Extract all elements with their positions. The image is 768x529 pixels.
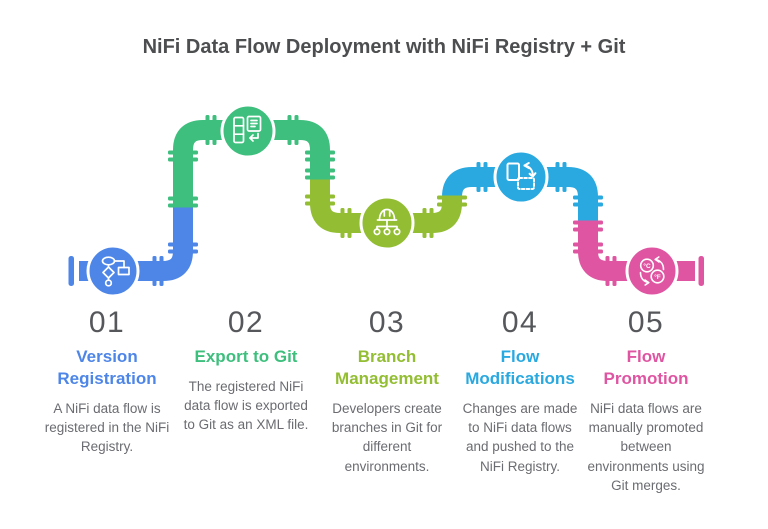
page-title: NiFi Data Flow Deployment with NiFi Regi… — [142, 36, 626, 58]
step-column-branch-management: 03 Branch Management Developers create b… — [307, 306, 467, 476]
engineer-hardhat-branches-icon — [373, 208, 401, 236]
pipe-start-cap — [68, 256, 74, 286]
step-number: 03 — [368, 306, 406, 339]
step-description: A NiFi data flow is registered in the Ni… — [44, 400, 170, 455]
step-column-version-registration: 01 Version Registration A NiFi data flow… — [27, 306, 187, 457]
step-description: Changes are made to NiFi data flows and … — [462, 400, 578, 474]
celsius-label: °C — [643, 262, 651, 270]
pipe-end-cap — [698, 256, 704, 286]
pipe-node-export-to-git — [220, 103, 276, 159]
pipe-flange — [305, 194, 467, 207]
pipe-segment-flow-modifications — [442, 167, 598, 222]
step-heading: Version Registration — [57, 346, 157, 388]
pipe-flange — [168, 150, 335, 208]
pipe-node-branch-management — [359, 195, 415, 251]
pipe-flange — [205, 115, 299, 145]
step-column-flow-promotion: 05 Flow Promotion NiFi data flows are ma… — [566, 306, 726, 495]
pipe-flange — [340, 208, 434, 238]
rotate-device-icon — [506, 162, 537, 190]
pipe-flange — [476, 162, 567, 192]
step-heading: Flow Modifications — [465, 346, 575, 388]
step-heading: Export to Git — [194, 346, 298, 366]
pipe-node-version-registration — [86, 244, 140, 298]
pipe-flange — [168, 242, 198, 254]
fahrenheit-label: °F — [654, 273, 661, 281]
step-column-export-to-git: 02 Export to Git The registered NiFi dat… — [166, 306, 326, 434]
step-description: The registered NiFi data flow is exporte… — [183, 378, 309, 433]
pipe-flange — [573, 195, 603, 207]
pipe-flange — [573, 220, 603, 254]
step-heading: Flow Promotion — [603, 346, 689, 388]
step-heading: Branch Management — [335, 346, 439, 388]
pipe-node-flow-promotion: °C °F — [625, 244, 679, 298]
step-column-flow-modifications: 04 Flow Modifications Changes are made t… — [440, 306, 600, 476]
registry-export-document-icon — [233, 115, 262, 144]
pipe-flange — [605, 256, 617, 286]
temperature-conversion-icon: °C °F — [639, 256, 665, 286]
step-number: 01 — [88, 306, 126, 339]
step-description: Developers create branches in Git for di… — [331, 400, 443, 474]
flowchart-icon — [101, 256, 130, 287]
pipe-node-flow-modifications — [493, 149, 549, 205]
pipe-flange — [152, 256, 164, 286]
step-number: 05 — [627, 306, 665, 339]
step-description: NiFi data flows are manually promoted be… — [587, 400, 705, 493]
step-number: 04 — [501, 306, 539, 339]
step-number: 02 — [227, 306, 265, 339]
